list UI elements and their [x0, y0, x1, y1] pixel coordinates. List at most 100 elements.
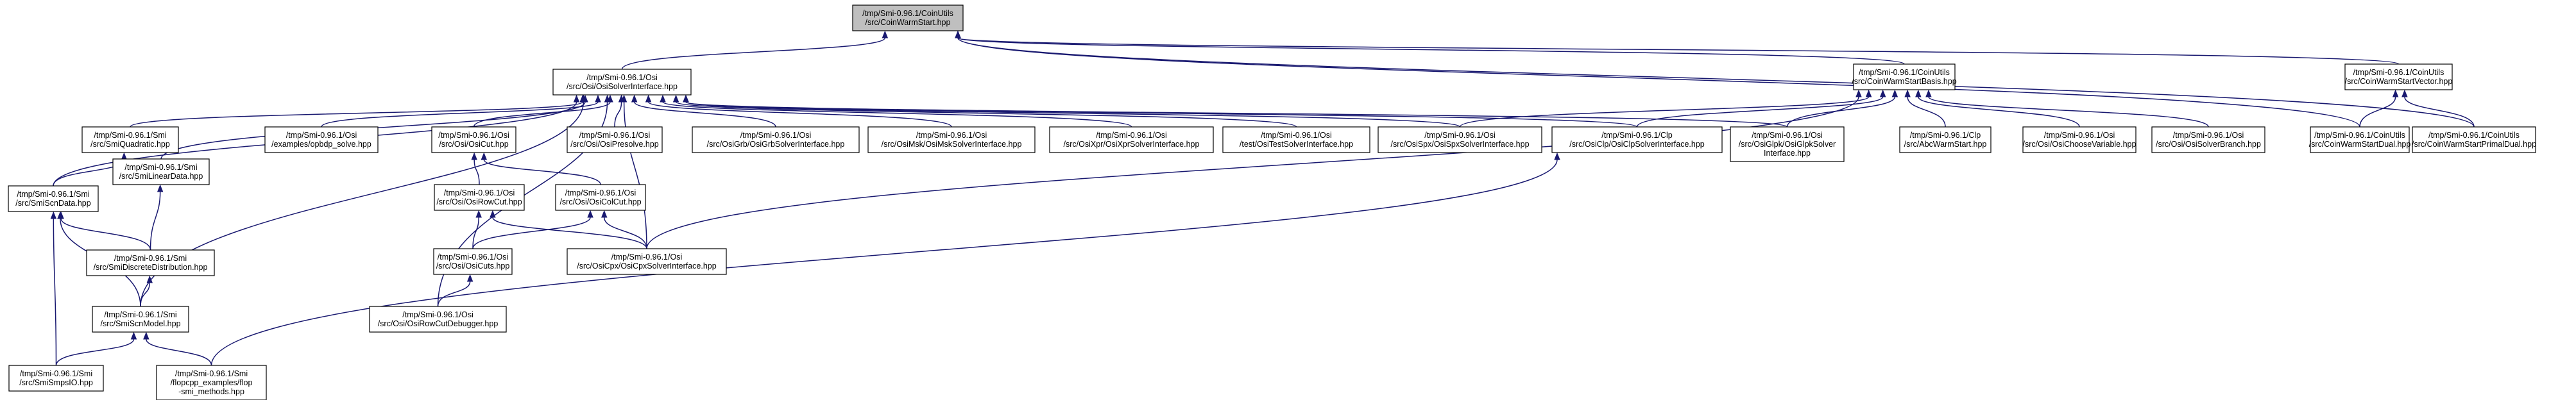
- node-box: [1551, 126, 1723, 153]
- node-label-line: /tmp/Smi-0.96.1/Smi: [20, 369, 92, 378]
- node-osicut[interactable]: /tmp/Smi-0.96.1/Osi/src/Osi/OsiCut.hpp: [431, 126, 516, 153]
- edge-line: [472, 217, 479, 249]
- node-opbdp[interactable]: /tmp/Smi-0.96.1/Osi/examples/opbdp_solve…: [264, 126, 379, 153]
- edge-osisi-to-osixpr: [660, 94, 1132, 128]
- edge-line: [957, 37, 2475, 128]
- node-smidisc[interactable]: /tmp/Smi-0.96.1/Smi/src/SmiDiscreteDistr…: [86, 249, 215, 276]
- node-label-line: /test/OsiTestSolverInterface.hpp: [1240, 140, 1353, 149]
- node-label-line: /tmp/Smi-0.96.1/Osi: [916, 131, 987, 140]
- edge-smidisc-to-smiscnmodel: [140, 275, 153, 307]
- edge-arrowhead: [955, 30, 961, 38]
- edge-arrowhead: [620, 94, 627, 103]
- edge-line: [957, 37, 2360, 128]
- node-osipresolve[interactable]: /tmp/Smi-0.96.1/Osi/src/Osi/OsiPresolve.…: [567, 126, 663, 153]
- edge-arrowhead: [587, 210, 593, 218]
- node-label-line: /tmp/Smi-0.96.1/Osi: [402, 310, 473, 319]
- edge-line: [685, 101, 1461, 128]
- node-box: [431, 126, 516, 153]
- node-osirowcut[interactable]: /tmp/Smi-0.96.1/Osi/src/Osi/OsiRowCut.hp…: [434, 184, 525, 211]
- edge-arrowhead: [481, 152, 488, 160]
- node-osiglpk[interactable]: /tmp/Smi-0.96.1/Osi/src/OsiGlpk/OsiGlpkS…: [1730, 126, 1845, 162]
- node-root[interactable]: /tmp/Smi-0.96.1/CoinUtils/src/CoinWarmSt…: [852, 4, 964, 31]
- node-smilin[interactable]: /tmp/Smi-0.96.1/Smi/src/SmiLinearData.hp…: [112, 158, 210, 185]
- node-label-line: /tmp/Smi-0.96.1/CoinUtils: [2428, 131, 2520, 140]
- node-label-line: /src/Osi/OsiCut.hpp: [439, 140, 508, 149]
- edge-osisi-to-osicpx: [620, 94, 647, 249]
- node-label-line: /tmp/Smi-0.96.1/CoinUtils: [2314, 131, 2405, 140]
- node-osittest[interactable]: /tmp/Smi-0.96.1/Osi/test/OsiTestSolverIn…: [1222, 126, 1370, 153]
- edge-osicolcut-to-osicuts: [472, 210, 593, 249]
- node-cwsdual[interactable]: /tmp/Smi-0.96.1/CoinUtils/src/CoinWarmSt…: [2309, 126, 2411, 153]
- node-osixpr[interactable]: /tmp/Smi-0.96.1/Osi/src/OsiXpr/OsiXprSol…: [1049, 126, 1214, 153]
- edge-arrowhead: [475, 210, 482, 218]
- node-smiscndata[interactable]: /tmp/Smi-0.96.1/Smi/src/SmiScnData.hpp: [8, 185, 99, 212]
- node-osicolcut[interactable]: /tmp/Smi-0.96.1/Osi/src/Osi/OsiColCut.hp…: [555, 184, 646, 211]
- node-osiclp[interactable]: /tmp/Smi-0.96.1/Clp/src/OsiClp/OsiClpSol…: [1551, 126, 1723, 153]
- node-label-line: /tmp/Smi-0.96.1/CoinUtils: [862, 9, 953, 18]
- node-label-line: /src/SmiSmpsIO.hpp: [19, 378, 93, 387]
- edge-line: [2404, 96, 2475, 128]
- edge-line: [1907, 96, 1946, 128]
- node-label-line: /src/AbcWarmStart.hpp: [1904, 140, 1987, 149]
- edge-line: [53, 218, 57, 366]
- edge-osicuts-to-osirowcutdbg: [437, 274, 473, 307]
- node-cwspd[interactable]: /tmp/Smi-0.96.1/CoinUtils/src/CoinWarmSt…: [2412, 126, 2536, 153]
- node-label-line: /src/OsiGlpk/OsiGlpkSolver: [1739, 140, 1836, 149]
- edge-arrowhead: [50, 211, 57, 219]
- node-box: [8, 365, 104, 392]
- edge-arrowhead: [683, 94, 689, 103]
- node-flopc[interactable]: /tmp/Smi-0.96.1/Smi/flopcpp_examples/flo…: [156, 365, 267, 400]
- node-osisi[interactable]: /tmp/Smi-0.96.1/Osi/src/Osi/OsiSolverInt…: [552, 69, 692, 96]
- node-label-line: /tmp/Smi-0.96.1/Osi: [438, 131, 509, 140]
- node-label-line: /tmp/Smi-0.96.1/Smi: [104, 310, 176, 319]
- node-osicuts[interactable]: /tmp/Smi-0.96.1/Osi/src/Osi/OsiCuts.hpp: [433, 248, 513, 275]
- node-osimsk[interactable]: /tmp/Smi-0.96.1/Osi/src/OsiMsk/OsiMskSol…: [867, 126, 1036, 153]
- node-label-line: Interface.hpp: [1764, 149, 1811, 158]
- node-osirowcutdbg[interactable]: /tmp/Smi-0.96.1/Osi/src/Osi/OsiRowCutDeb…: [369, 306, 507, 333]
- edge-line: [675, 101, 1297, 128]
- edge-osicut-to-osicolcut: [481, 152, 601, 185]
- node-label-line: /tmp/Smi-0.96.1/Osi: [286, 131, 357, 140]
- node-label-line: /src/Osi/OsiPresolve.hpp: [570, 140, 659, 149]
- node-label-line: /tmp/Smi-0.96.1/CoinUtils: [1859, 68, 1950, 77]
- node-smiquad[interactable]: /tmp/Smi-0.96.1/Smi/src/SmiQuadratic.hpp: [81, 126, 179, 153]
- edge-line: [621, 37, 886, 70]
- node-label-line: /src/SmiScnData.hpp: [15, 199, 90, 208]
- node-label-line: /tmp/Smi-0.96.1/Osi: [2044, 131, 2115, 140]
- node-label-line: /src/OsiCpx/OsiCpxSolverInterface.hpp: [577, 262, 716, 271]
- node-label-line: /src/CoinWarmStart.hpp: [866, 18, 951, 27]
- node-osigrb[interactable]: /tmp/Smi-0.96.1/Osi/src/OsiGrb/OsiGrbSol…: [692, 126, 860, 153]
- edge-root-to-cwsv: [955, 30, 2400, 65]
- node-abcws[interactable]: /tmp/Smi-0.96.1/Clp/src/AbcWarmStart.hpp: [1899, 126, 1992, 153]
- node-label-line: /tmp/Smi-0.96.1/Osi: [565, 188, 636, 197]
- edge-line: [321, 101, 599, 128]
- node-osibranch[interactable]: /tmp/Smi-0.96.1/Osi/src/Osi/OsiSolverBra…: [2151, 126, 2265, 153]
- node-smismps[interactable]: /tmp/Smi-0.96.1/Smi/src/SmiSmpsIO.hpp: [8, 365, 104, 392]
- node-label-line: /src/SmiDiscreteDistribution.hpp: [94, 263, 208, 272]
- edge-cwsb-to-osibranch: [1925, 89, 2209, 128]
- edge-osisi-to-opbdp: [321, 94, 601, 128]
- node-osicpx[interactable]: /tmp/Smi-0.96.1/Osi/src/OsiCpx/OsiCpxSol…: [567, 248, 727, 275]
- node-cwsv[interactable]: /tmp/Smi-0.96.1/CoinUtils/src/CoinWarmSt…: [2344, 63, 2453, 90]
- edge-osicut-to-osirowcut: [471, 152, 480, 185]
- node-label-line: /src/OsiSpx/OsiSpxSolverInterface.hpp: [1390, 140, 1529, 149]
- node-box: [2310, 126, 2410, 153]
- edge-cwsb-to-osiclp: [1636, 89, 1886, 128]
- node-label-line: /src/Osi/OsiSolverInterface.hpp: [567, 82, 678, 91]
- edge-line: [957, 37, 2400, 65]
- node-label-line: /src/Osi/OsiColCut.hpp: [559, 197, 641, 206]
- node-osichoose[interactable]: /tmp/Smi-0.96.1/Osi/src/Osi/OsiChooseVar…: [2022, 126, 2137, 153]
- edge-smiscndata-to-smidisc: [58, 211, 151, 251]
- edge-line: [614, 101, 622, 128]
- node-label-line: /tmp/Smi-0.96.1/Smi: [175, 369, 248, 378]
- edge-arrowhead: [1879, 89, 1886, 97]
- node-osispx[interactable]: /tmp/Smi-0.96.1/Osi/src/OsiSpx/OsiSpxSol…: [1378, 126, 1542, 153]
- node-box: [567, 248, 727, 275]
- edge-line: [1459, 96, 1870, 128]
- node-cwsb[interactable]: /tmp/Smi-0.96.1/CoinUtils/src/CoinWarmSt…: [1852, 63, 1957, 90]
- node-label-line: /src/OsiMsk/OsiMskSolverInterface.hpp: [882, 140, 1022, 149]
- edge-root-to-cwspd: [955, 30, 2475, 128]
- edge-arrowhead: [1865, 89, 1872, 97]
- node-smiscnmodel[interactable]: /tmp/Smi-0.96.1/Smi/src/SmiScnModel.hpp: [92, 306, 189, 333]
